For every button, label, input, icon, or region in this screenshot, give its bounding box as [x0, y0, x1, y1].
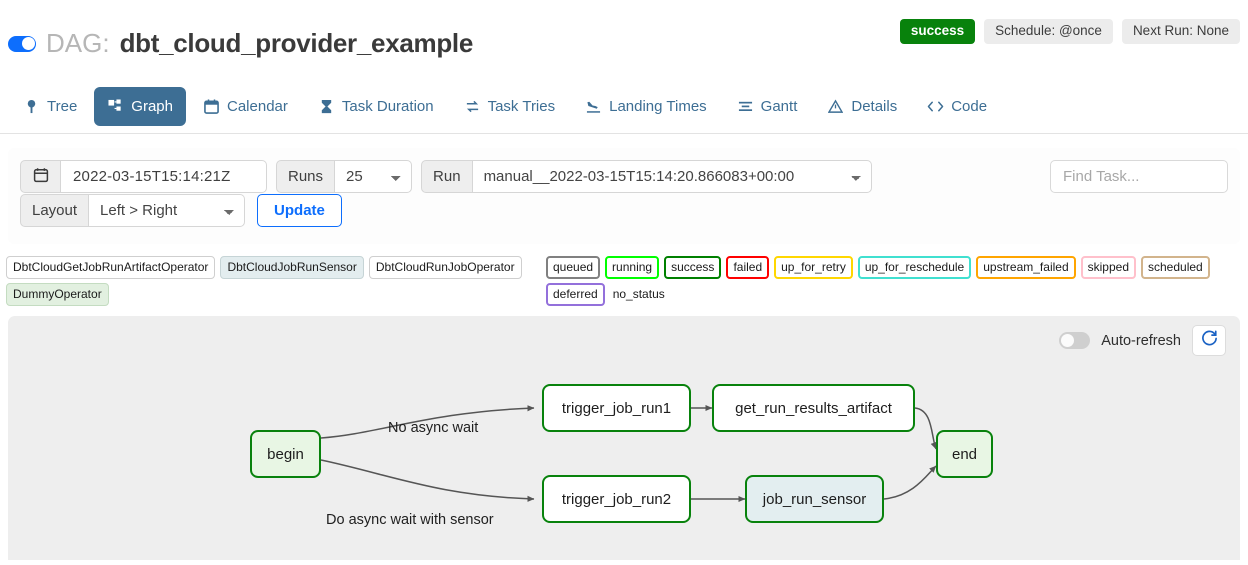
runs-label: Runs — [276, 160, 336, 193]
tab-landing-times[interactable]: Landing Times — [572, 87, 720, 126]
base-date-input[interactable]: 2022-03-15T15:14:21Z — [61, 160, 267, 193]
auto-refresh-label: Auto-refresh — [1101, 332, 1181, 349]
tab-code[interactable]: Code — [914, 87, 1000, 126]
gantt-icon — [737, 98, 754, 115]
graph-edges — [320, 404, 937, 503]
dag-name: dbt_cloud_provider_example — [119, 28, 474, 58]
tab-details-label: Details — [851, 97, 898, 115]
tab-tree-label: Tree — [47, 97, 78, 115]
runs-group: Runs 25 — [276, 160, 413, 193]
refresh-icon — [1201, 329, 1218, 352]
schedule-badge[interactable]: Schedule: @once — [984, 19, 1113, 44]
status-legend: queued running success failed up_for_ret… — [546, 256, 1246, 306]
tab-task-tries-label: Task Tries — [487, 97, 556, 115]
refresh-controls: Auto-refresh — [1059, 325, 1226, 356]
next-run-badge: Next Run: None — [1121, 19, 1240, 44]
dag-header: DAG: dbt_cloud_provider_example success … — [0, 0, 1248, 72]
filter-row-layout: Layout Left > Right Update — [20, 194, 342, 227]
tab-tree[interactable]: Tree — [10, 87, 90, 126]
view-tabs: Tree Graph Calendar Task Duration — [10, 78, 1000, 134]
tab-gantt-label: Gantt — [760, 97, 798, 115]
run-label: Run — [421, 160, 473, 193]
tab-calendar[interactable]: Calendar — [190, 87, 301, 126]
tab-task-duration[interactable]: Task Duration — [305, 87, 447, 126]
tab-gantt[interactable]: Gantt — [724, 87, 811, 126]
graph-icon — [107, 98, 124, 115]
edge-label-do-async-wait: Do async wait with sensor — [326, 512, 494, 528]
legend-status-chip[interactable]: up_for_reschedule — [857, 256, 972, 279]
legend-status-chip[interactable]: queued — [546, 256, 601, 279]
triangle-icon — [827, 98, 844, 115]
legend-operator-chip[interactable]: DummyOperator — [6, 283, 109, 306]
tab-graph-label: Graph — [131, 97, 173, 115]
tab-task-tries[interactable]: Task Tries — [451, 87, 569, 126]
tab-graph[interactable]: Graph — [94, 86, 186, 126]
legend-status-chip[interactable]: upstream_failed — [976, 256, 1076, 279]
legend-status-chip[interactable]: skipped — [1080, 256, 1136, 279]
legend-status-chip[interactable]: deferred — [546, 283, 605, 306]
graph-node-get-run-results-artifact[interactable]: get_run_results_artifact — [712, 384, 915, 432]
graph-node-end[interactable]: end — [936, 430, 993, 478]
legend-operator-chip[interactable]: DbtCloudRunJobOperator — [368, 256, 522, 279]
tree-icon — [23, 98, 40, 115]
layout-select[interactable]: Left > Right — [89, 194, 246, 227]
tab-code-label: Code — [951, 97, 988, 115]
graph-node-begin[interactable]: begin — [250, 430, 321, 478]
dag-label: DAG: — [46, 28, 110, 58]
graph-node-job-run-sensor[interactable]: job_run_sensor — [745, 475, 884, 523]
tab-task-duration-label: Task Duration — [341, 97, 434, 115]
legend-status-chip[interactable]: no_status — [612, 287, 665, 301]
runs-select[interactable]: 25 — [335, 160, 413, 193]
status-badge: success — [899, 19, 976, 44]
legend-status-chip[interactable]: success — [664, 256, 722, 279]
legend-operator-chip[interactable]: DbtCloudGetJobRunArtifactOperator — [6, 256, 216, 279]
retry-icon — [464, 98, 481, 115]
graph-node-trigger-job-run1[interactable]: trigger_job_run1 — [542, 384, 691, 432]
graph-node-trigger-job-run2[interactable]: trigger_job_run2 — [542, 475, 691, 523]
dag-title-row: DAG: dbt_cloud_provider_example — [8, 28, 473, 59]
run-group: Run manual__2022-03-15T15:14:20.866083+0… — [421, 160, 872, 193]
layout-label: Layout — [20, 194, 90, 227]
legend-status-chip[interactable]: scheduled — [1141, 256, 1210, 279]
find-task-input[interactable]: Find Task... — [1050, 160, 1228, 193]
legend-status-chip[interactable]: running — [605, 256, 660, 279]
dag-badges: success Schedule: @once Next Run: None — [899, 19, 1240, 44]
edge-label-no-async-wait: No async wait — [388, 420, 479, 436]
legend-status-chip[interactable]: up_for_retry — [774, 256, 853, 279]
legend-status-chip[interactable]: failed — [726, 256, 770, 279]
tab-details[interactable]: Details — [814, 87, 910, 126]
calendar-icon — [33, 167, 49, 187]
auto-refresh-toggle[interactable] — [1059, 332, 1091, 349]
filter-panel: 2022-03-15T15:14:21Z Runs 25 Run manual_… — [8, 148, 1240, 244]
hourglass-icon — [318, 98, 335, 115]
dag-pause-toggle[interactable] — [8, 35, 36, 52]
calendar-icon — [203, 98, 220, 115]
layout-group: Layout Left > Right — [20, 194, 246, 227]
view-tabbar: Tree Graph Calendar Task Duration — [0, 78, 1248, 200]
refresh-button[interactable] — [1192, 325, 1226, 356]
operator-legend: DbtCloudGetJobRunArtifactOperator DbtClo… — [6, 256, 536, 306]
calendar-picker-button[interactable] — [20, 160, 61, 193]
run-select[interactable]: manual__2022-03-15T15:14:20.866083+00:00 — [472, 160, 872, 193]
tab-calendar-label: Calendar — [227, 97, 288, 115]
tab-landing-times-label: Landing Times — [609, 97, 707, 115]
filter-row-primary: 2022-03-15T15:14:21Z Runs 25 Run manual_… — [20, 160, 872, 193]
update-button[interactable]: Update — [257, 194, 342, 227]
base-date-group: 2022-03-15T15:14:21Z — [20, 160, 267, 193]
landing-icon — [585, 98, 602, 115]
legend-operator-chip[interactable]: DbtCloudJobRunSensor — [220, 256, 364, 279]
graph-canvas-panel: Auto-refresh begin t — [8, 316, 1240, 560]
code-icon — [927, 98, 944, 115]
